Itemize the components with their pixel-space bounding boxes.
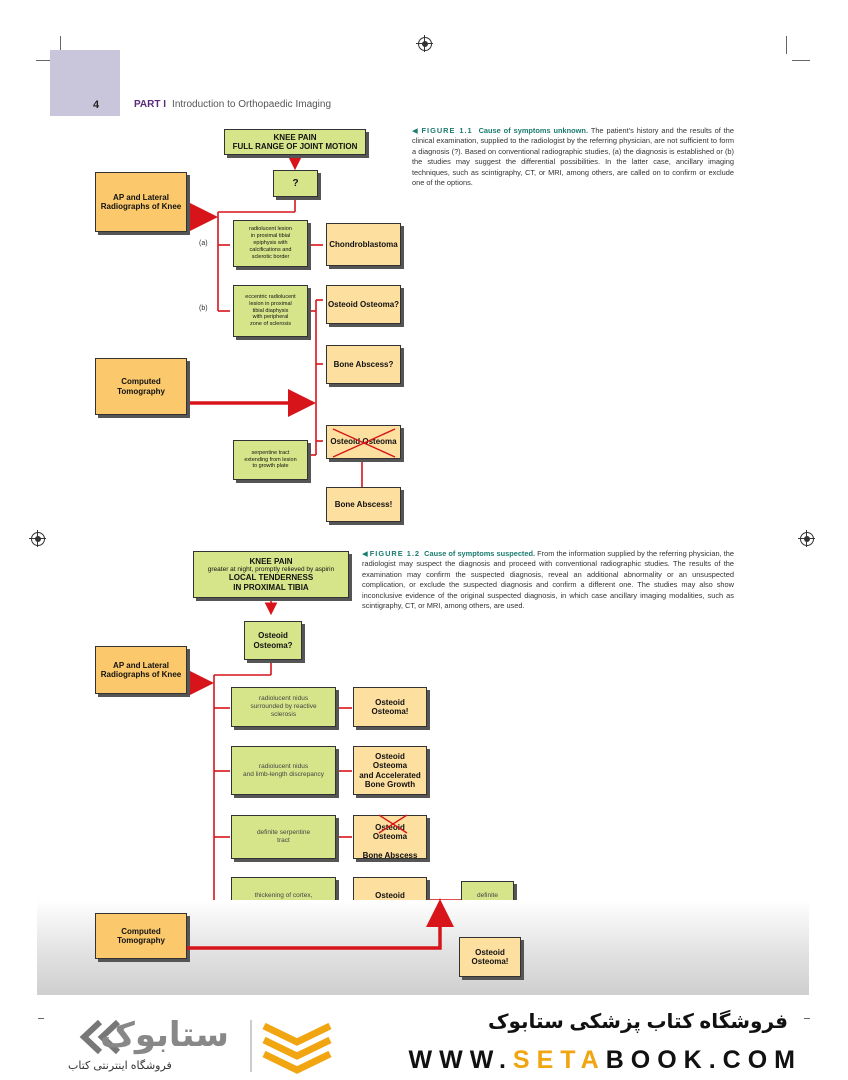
cross-out-icon bbox=[332, 428, 396, 458]
logo-divider bbox=[250, 1020, 252, 1072]
fig2-osteoid-osteoma-suspect-box: Osteoid Osteoma? bbox=[244, 621, 302, 660]
fig1-label-a: (a) bbox=[199, 240, 208, 247]
page-number-tab bbox=[50, 50, 120, 116]
crop-mark bbox=[786, 36, 787, 54]
fig1-label-b: (b) bbox=[199, 305, 208, 312]
caption-pointer-icon: ◀ bbox=[362, 549, 368, 558]
fig1-ct-finding-box: serpentine tract extending from lesion t… bbox=[233, 440, 308, 480]
fig2-result-3-box: Osteoid Osteoma Bone Abscess bbox=[353, 814, 427, 860]
fig2-result-1-box: Osteoid Osteoma! bbox=[353, 687, 427, 727]
fig2-finding-3-box: definite serpentine tract bbox=[231, 815, 336, 859]
crop-mark bbox=[60, 36, 61, 54]
store-book-logo-icon bbox=[262, 1022, 332, 1074]
registration-mark-icon bbox=[416, 35, 433, 52]
fig2-caption-text: From the information supplied by the ref… bbox=[362, 549, 734, 611]
store-logo-tagline: فروشگاه اینترنتی کتاب bbox=[68, 1060, 172, 1072]
store-url-highlight: SETA bbox=[512, 1046, 606, 1074]
fig1-excluded-label: Osteoid Osteoma bbox=[330, 437, 397, 447]
fig1-finding-b-box: eccentric radiolucent lesion in proximal… bbox=[233, 285, 308, 337]
running-head: PART I Introduction to Orthopaedic Imagin… bbox=[134, 99, 331, 110]
store-url-suffix: BOOK.COM bbox=[605, 1046, 802, 1074]
fig2-caption-label: FIGURE 1.2 bbox=[369, 549, 421, 558]
store-url[interactable]: WWW.SETABOOK.COM bbox=[409, 1046, 802, 1075]
fig1-caption: ◀ FIGURE 1.1 Cause of symptoms unknown. … bbox=[412, 126, 734, 188]
cross-out-icon bbox=[378, 814, 408, 834]
fig1-bone-abscess-question-box: Bone Abscess? bbox=[326, 345, 401, 384]
page-number: 4 bbox=[93, 99, 100, 111]
fig2-result-2-box: Osteoid Osteoma and Accelerated Bone Gro… bbox=[353, 746, 427, 795]
fig2-osteoid-osteoma-final-box: Osteoid Osteoma! bbox=[459, 937, 521, 977]
fig2-ct-arrow bbox=[187, 900, 454, 950]
fig2-caption-title: Cause of symptoms suspected. bbox=[424, 549, 536, 558]
fig1-chondroblastoma-box: Chondroblastoma bbox=[326, 223, 401, 266]
registration-mark-icon bbox=[29, 530, 46, 547]
crop-mark bbox=[792, 60, 810, 61]
fig1-caption-text: The patient's history and the results of… bbox=[412, 126, 735, 188]
fig2-finding-1-box: radiolucent nidus surrounded by reactive… bbox=[231, 687, 336, 727]
store-name: فروشگاه کتاب پزشکی ستابوک bbox=[487, 1011, 788, 1033]
part-title: Introduction to Orthopaedic Imaging bbox=[172, 99, 332, 110]
fig2-radiographs-box: AP and Lateral Radiographs of Knee bbox=[95, 646, 187, 694]
fig2-local-tenderness: LOCAL TENDERNESS IN PROXIMAL TIBIA bbox=[228, 573, 314, 592]
crop-mark bbox=[36, 60, 54, 61]
fig2-excluded-text: Osteoid Osteoma bbox=[372, 823, 408, 842]
fig2-computed-tomography-box: Computed Tomography bbox=[95, 913, 187, 959]
fig2-caption: ◀ FIGURE 1.2 Cause of symptoms suspected… bbox=[362, 549, 734, 611]
store-logo-word: ستابوک bbox=[100, 1016, 229, 1054]
crop-mark bbox=[38, 1018, 44, 1019]
fig1-osteoid-osteoma-excluded-box: Osteoid Osteoma bbox=[326, 425, 401, 459]
fig2-knee-pain-title: KNEE PAIN bbox=[249, 557, 293, 567]
fig2-excluded-label: Osteoid Osteoma bbox=[372, 814, 408, 851]
fig2-knee-pain-sub: greater at night, promptly relieved by a… bbox=[207, 566, 335, 574]
fig1-osteoid-osteoma-question-box: Osteoid Osteoma? bbox=[326, 285, 401, 324]
fig1-computed-tomography-box: Computed Tomography bbox=[95, 358, 187, 415]
store-logo-chevron-icon bbox=[79, 1020, 121, 1054]
store-url-prefix: WWW. bbox=[408, 1046, 513, 1074]
fig2-knee-pain-box: KNEE PAIN greater at night, promptly rel… bbox=[193, 551, 349, 598]
fig1-finding-a-box: radiolucent lesion in proximal tibial ep… bbox=[233, 220, 308, 267]
fig2-finding-2-box: radiolucent nidus and limb-length discre… bbox=[231, 746, 336, 795]
fig1-question-box: ? bbox=[273, 170, 318, 197]
part-label: PART I bbox=[134, 99, 167, 110]
fig1-bone-abscess-final-box: Bone Abscess! bbox=[326, 487, 401, 522]
caption-pointer-icon: ◀ bbox=[412, 126, 419, 135]
fig1-radiographs-box: AP and Lateral Radiographs of Knee bbox=[95, 172, 187, 232]
fig1-caption-title: Cause of symptoms unknown. bbox=[478, 126, 588, 135]
crop-mark bbox=[804, 1018, 810, 1019]
fig1-knee-pain-box: KNEE PAIN FULL RANGE OF JOINT MOTION bbox=[224, 129, 366, 155]
fig2-bone-abscess-label: Bone Abscess bbox=[362, 850, 418, 860]
fig1-caption-label: FIGURE 1.1 bbox=[421, 126, 473, 135]
registration-mark-icon bbox=[798, 530, 815, 547]
